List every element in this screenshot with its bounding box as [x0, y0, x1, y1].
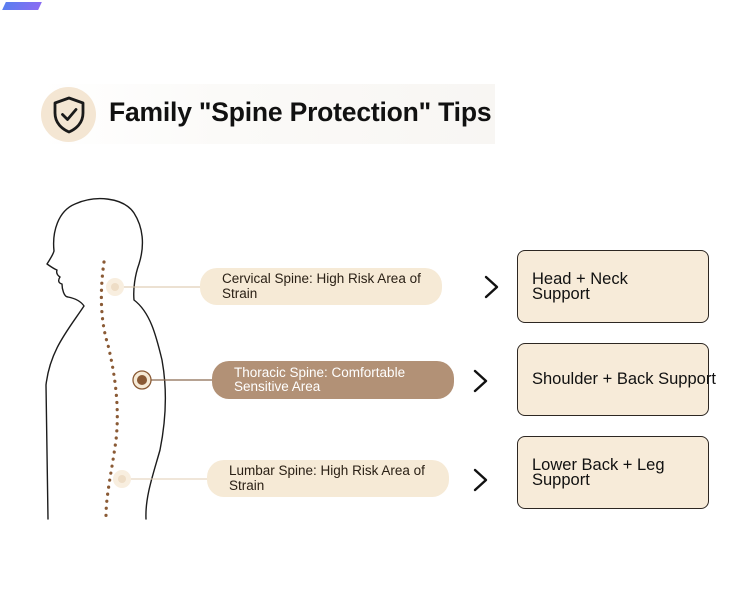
thoracic-marker — [132, 370, 152, 390]
head-neck-support-card: Head + Neck Support — [517, 250, 709, 323]
chevron-right-icon — [473, 468, 488, 492]
lumbar-marker — [113, 470, 131, 488]
cervical-marker — [106, 278, 124, 296]
cervical-spine-text: Cervical Spine: High Risk Area of Strain — [222, 271, 421, 301]
thoracic-spine-text: Thoracic Spine: Comfortable Sensitive Ar… — [234, 364, 406, 394]
lumbar-spine-label: Lumbar Spine: High Risk Area of Strain — [207, 460, 449, 497]
head-neck-support-text: Head + Neck Support — [532, 270, 628, 303]
lower-back-leg-support-card: Lower Back + Leg Support — [517, 436, 709, 509]
shoulder-back-support-text: Shoulder + Back Support — [532, 370, 716, 389]
chevron-right-icon — [484, 275, 499, 299]
lower-back-leg-support-text: Lower Back + Leg Support — [532, 456, 665, 489]
lumbar-spine-text: Lumbar Spine: High Risk Area of Strain — [229, 463, 425, 493]
page-title: Family "Spine Protection" Tips — [109, 97, 492, 127]
shield-check-icon — [41, 87, 96, 142]
cervical-spine-label: Cervical Spine: High Risk Area of Strain — [200, 268, 442, 305]
title-banner — [40, 84, 495, 144]
thoracic-spine-label: Thoracic Spine: Comfortable Sensitive Ar… — [212, 361, 454, 399]
shoulder-back-support-card: Shoulder + Back Support — [517, 343, 716, 416]
chevron-right-icon — [473, 369, 488, 393]
